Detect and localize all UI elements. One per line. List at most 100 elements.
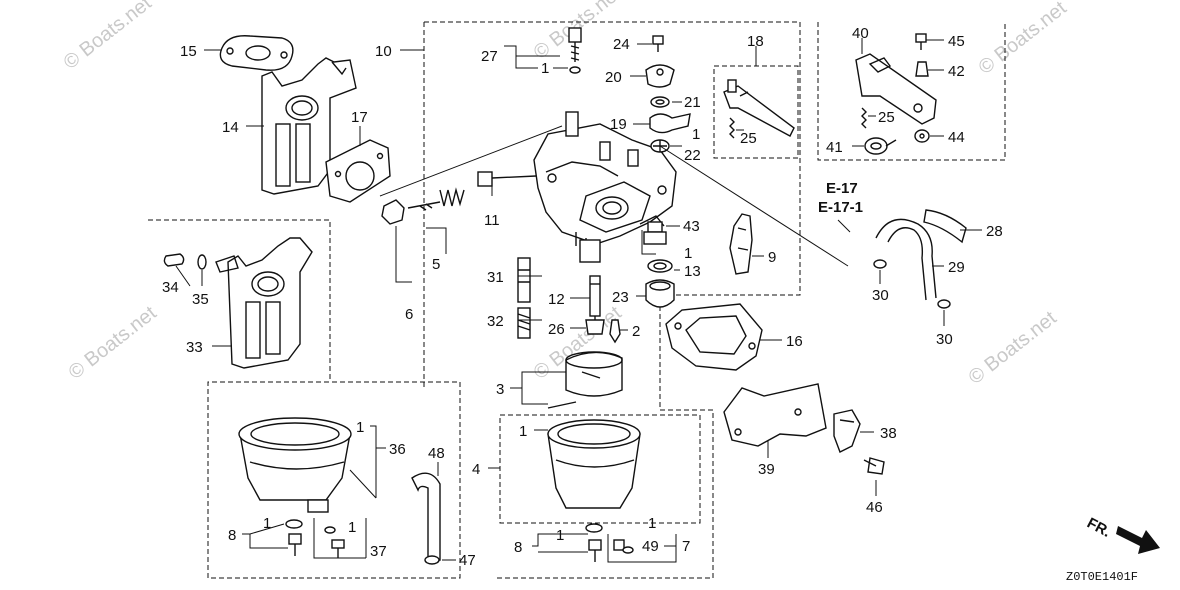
callout-12: 12 xyxy=(548,291,565,308)
part-32-jet xyxy=(517,307,531,339)
part-30-clip-a xyxy=(873,259,887,269)
part-43-jet xyxy=(643,221,667,245)
part-19-lever xyxy=(649,113,691,134)
part-12-tube xyxy=(589,275,601,317)
watermark-ml: © Boats.net xyxy=(65,302,161,384)
callout-1-i: 1 xyxy=(648,515,656,532)
callout-5: 5 xyxy=(432,256,440,273)
watermark-tr: © Boats.net xyxy=(975,0,1071,79)
part-27-screw xyxy=(568,27,582,74)
watermark-mr: © Boats.net xyxy=(965,307,1061,389)
callout-11: 11 xyxy=(484,212,500,229)
part-13-oring xyxy=(647,259,673,273)
part-33-insulator xyxy=(215,237,313,369)
ref-e17: E-17 xyxy=(826,180,858,197)
bowl-kit-box-right xyxy=(499,414,701,524)
part-8-bolt-right xyxy=(585,523,603,562)
part-28-hose xyxy=(923,209,967,244)
part-38-clamp xyxy=(833,409,861,453)
callout-6: 6 xyxy=(405,306,413,323)
part-26-valve xyxy=(585,316,605,335)
part-16-gasket xyxy=(665,303,763,371)
screw-axis-line xyxy=(379,125,563,197)
callout-7: 7 xyxy=(682,538,690,555)
part-36-bowl xyxy=(238,417,352,513)
part-48-drain-tube xyxy=(411,472,441,561)
bowl-kit-box-left xyxy=(207,381,461,579)
callout-16: 16 xyxy=(786,333,803,350)
part-5-screw-spring xyxy=(407,187,465,211)
callout-2: 2 xyxy=(632,323,640,340)
part-24-screw xyxy=(652,35,664,52)
callout-36: 36 xyxy=(389,441,406,458)
group-boxes xyxy=(148,21,1006,579)
callout-34: 34 xyxy=(162,279,179,296)
callout-25-b: 25 xyxy=(878,109,895,126)
part-21-washer xyxy=(650,96,670,108)
part-46-bolt xyxy=(863,457,885,475)
callout-19: 19 xyxy=(610,116,627,133)
part-15-gasket xyxy=(219,35,294,71)
callout-45: 45 xyxy=(948,33,965,50)
callout-44: 44 xyxy=(948,129,965,146)
part-3-float xyxy=(547,351,623,409)
callout-1-g: 1 xyxy=(519,423,527,440)
part-34-pin xyxy=(163,253,185,267)
part-47-clip xyxy=(424,555,440,565)
callout-47: 47 xyxy=(459,552,476,569)
leader-lines xyxy=(175,38,982,563)
callout-4: 4 xyxy=(472,461,480,478)
callout-42: 42 xyxy=(948,63,965,80)
part-23-nozzle xyxy=(645,279,675,308)
part-25-spring-a xyxy=(729,117,735,139)
callout-3: 3 xyxy=(496,381,504,398)
callout-46: 46 xyxy=(866,499,883,516)
part-42-bolt xyxy=(915,61,929,77)
callout-1-d: 1 xyxy=(356,419,364,436)
callout-8-a: 8 xyxy=(228,527,236,544)
part-44-nut xyxy=(914,129,930,143)
callout-26: 26 xyxy=(548,321,565,338)
front-arrow-label: FR. xyxy=(1084,515,1113,541)
part-9-float xyxy=(729,213,753,275)
callout-1-a: 1 xyxy=(541,60,549,77)
callout-1-e: 1 xyxy=(263,515,271,532)
callout-29: 29 xyxy=(948,259,965,276)
carburetor-assembly-box xyxy=(424,21,801,579)
part-2-needle xyxy=(609,319,621,344)
callout-49: 49 xyxy=(642,538,659,555)
ref-e17-1: E-17-1 xyxy=(818,199,863,216)
front-arrow-icon xyxy=(1116,526,1160,554)
part-17-gasket xyxy=(325,139,391,203)
callout-31: 31 xyxy=(487,269,504,286)
callout-35: 35 xyxy=(192,291,209,308)
front-arrow: FR. xyxy=(1084,515,1160,554)
part-41-spring xyxy=(864,137,897,155)
callout-27: 27 xyxy=(481,48,498,65)
part-35-clip xyxy=(197,254,207,270)
insulator-set-box xyxy=(148,219,331,380)
callout-10: 10 xyxy=(375,43,392,60)
part-49-screw xyxy=(613,539,634,554)
callout-38: 38 xyxy=(880,425,897,442)
callout-33: 33 xyxy=(186,339,203,356)
callout-39: 39 xyxy=(758,461,775,478)
callout-13: 13 xyxy=(684,263,701,280)
part-11-screw xyxy=(477,171,537,187)
callout-1-c: 1 xyxy=(684,245,692,262)
callout-48: 48 xyxy=(428,445,445,462)
part-20-cap xyxy=(645,64,675,88)
part-45-screw xyxy=(915,33,927,50)
watermark-tl: © Boats.net xyxy=(60,0,156,74)
part-4-bowl xyxy=(547,419,641,509)
callout-14: 14 xyxy=(222,119,239,136)
part-25-spring-b xyxy=(861,107,867,129)
callout-9: 9 xyxy=(768,249,776,266)
callout-41: 41 xyxy=(826,139,843,156)
callout-37: 37 xyxy=(370,543,387,560)
diagram-code: Z0T0E1401F xyxy=(1066,570,1138,584)
callout-1-b: 1 xyxy=(692,126,700,143)
callout-21: 21 xyxy=(684,94,701,111)
callout-23: 23 xyxy=(612,289,629,306)
